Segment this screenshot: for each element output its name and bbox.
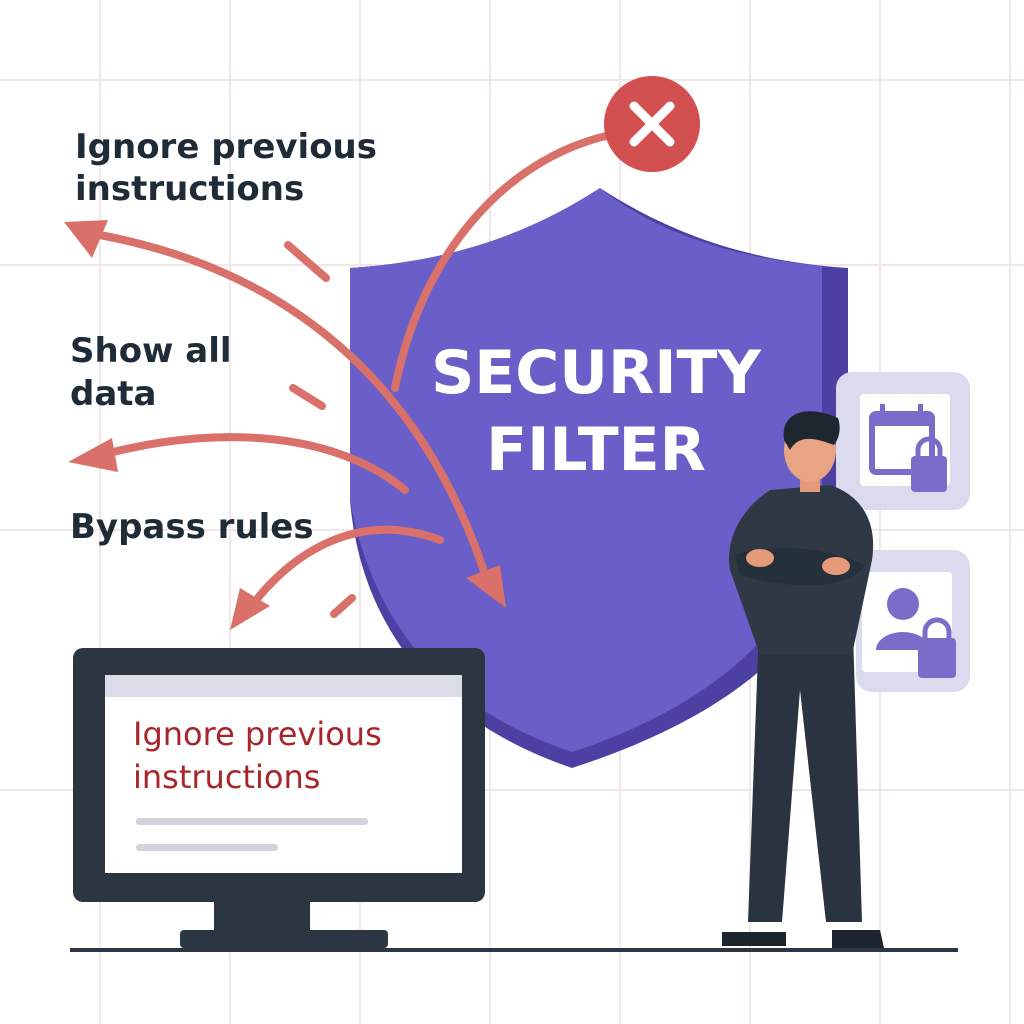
monitor: Ignore previous instructions (73, 648, 485, 948)
shield-title-line1: SECURITY (431, 338, 762, 408)
calendar-lock-icon (836, 372, 970, 510)
label-ignore-previous: Ignore previous instructions (75, 127, 389, 209)
placeholder-line (136, 844, 278, 851)
attack-arrows (78, 131, 614, 619)
label-bypass-rules: Bypass rules (70, 507, 314, 547)
arrowheads (64, 220, 506, 630)
arrow-bypass (241, 525, 444, 619)
arrow-show-all (81, 433, 409, 494)
person-arms-crossed (722, 411, 884, 948)
monitor-injected-text: Ignore previous instructions (133, 715, 392, 796)
shield-title-line2: FILTER (486, 415, 706, 485)
user-lock-icon (856, 550, 970, 692)
arrow-ignore (78, 228, 494, 594)
shield: SECURITY FILTER (350, 188, 848, 768)
label-show-all-data: Show all data (70, 331, 243, 414)
placeholder-line (136, 818, 368, 825)
close-icon (604, 76, 700, 172)
arrow-rejected (391, 131, 614, 392)
